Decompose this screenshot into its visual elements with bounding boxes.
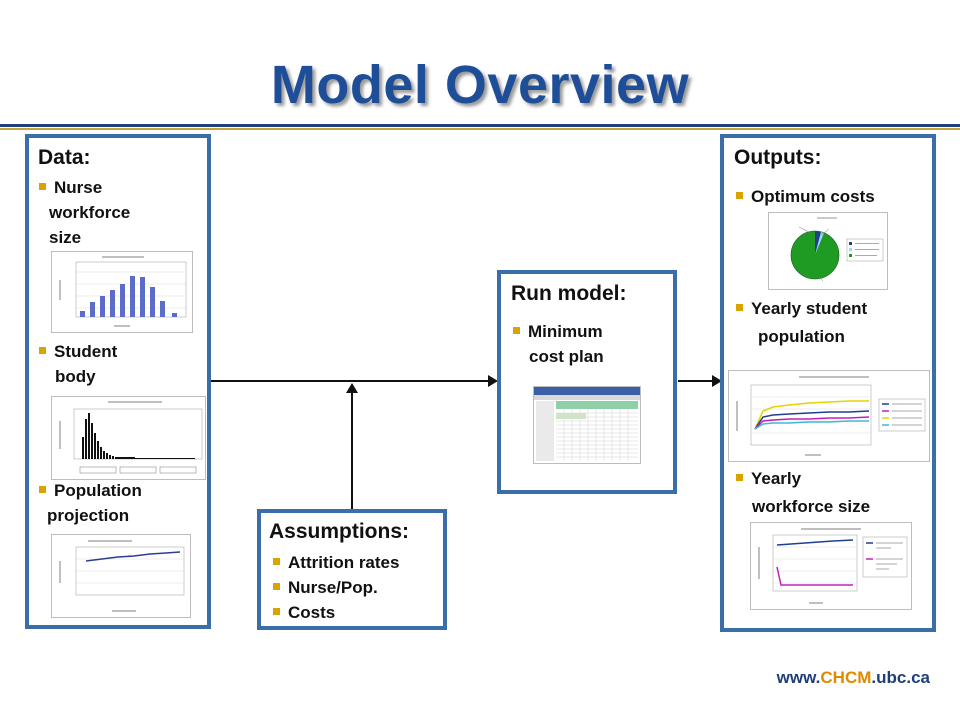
assumption-item-nurse-pop: Nurse/Pop. <box>273 575 378 600</box>
title-rule-blue <box>0 124 960 127</box>
bullet-icon <box>273 558 280 566</box>
assumption-item-attrition: Attrition rates <box>273 550 399 575</box>
data-panel: Data: Nurse workforce size Stud <box>25 134 211 629</box>
output-item-yearly-student-population: Yearly student population <box>736 296 867 349</box>
yearly-workforce-chart-thumbnail <box>750 522 912 610</box>
total-cost-pie-chart-thumbnail <box>768 212 888 290</box>
connector-run-to-outputs <box>678 380 716 382</box>
output-item-yearly-workforce-size: Yearly workforce size <box>736 466 870 519</box>
connector-assumptions-up <box>351 392 353 510</box>
arrowhead-assumptions-up <box>346 383 358 393</box>
bullet-icon <box>736 192 743 200</box>
spreadsheet-screenshot-thumbnail <box>533 386 641 464</box>
outputs-panel: Outputs: Optimum costs Yearly student po… <box>720 134 936 632</box>
arrowhead-run-left <box>488 375 498 387</box>
data-item-student-body: Student body <box>39 339 117 389</box>
bullet-icon <box>39 486 46 494</box>
title-rule-gold <box>0 128 960 130</box>
connector-data-to-run <box>210 380 490 382</box>
data-heading: Data: <box>38 146 91 169</box>
run-model-heading: Run model: <box>511 282 627 305</box>
yearly-student-population-chart-thumbnail <box>728 370 930 462</box>
run-item-minimum-cost-plan: Minimum cost plan <box>513 319 604 369</box>
bullet-icon <box>273 583 280 591</box>
assumptions-panel: Assumptions: Attrition rates Nurse/Pop. … <box>257 509 447 630</box>
assumptions-heading: Assumptions: <box>269 520 410 543</box>
run-model-panel: Run model: Minimum cost plan <box>497 270 677 494</box>
assumption-item-costs: Costs <box>273 600 335 625</box>
bullet-icon <box>736 304 743 312</box>
arrowhead-outputs-left <box>712 375 722 387</box>
footer-url: www.CHCM.ubc.ca <box>776 668 930 687</box>
data-item-population-projection: Population projection <box>39 478 142 528</box>
bullet-icon <box>39 183 46 191</box>
page-title: Model Overview <box>270 55 690 115</box>
population-projection-chart-thumbnail <box>51 534 191 618</box>
bullet-icon <box>736 474 743 482</box>
bullet-icon <box>39 347 46 355</box>
output-item-optimum-costs: Optimum costs <box>736 184 875 209</box>
data-item-nurse-workforce: Nurse workforce size <box>39 175 130 250</box>
outputs-heading: Outputs: <box>734 146 822 169</box>
bullet-icon <box>513 327 520 335</box>
nurse-age-bar-chart-thumbnail <box>51 251 193 333</box>
bullet-icon <box>273 608 280 616</box>
student-age-histogram-thumbnail <box>51 396 206 480</box>
